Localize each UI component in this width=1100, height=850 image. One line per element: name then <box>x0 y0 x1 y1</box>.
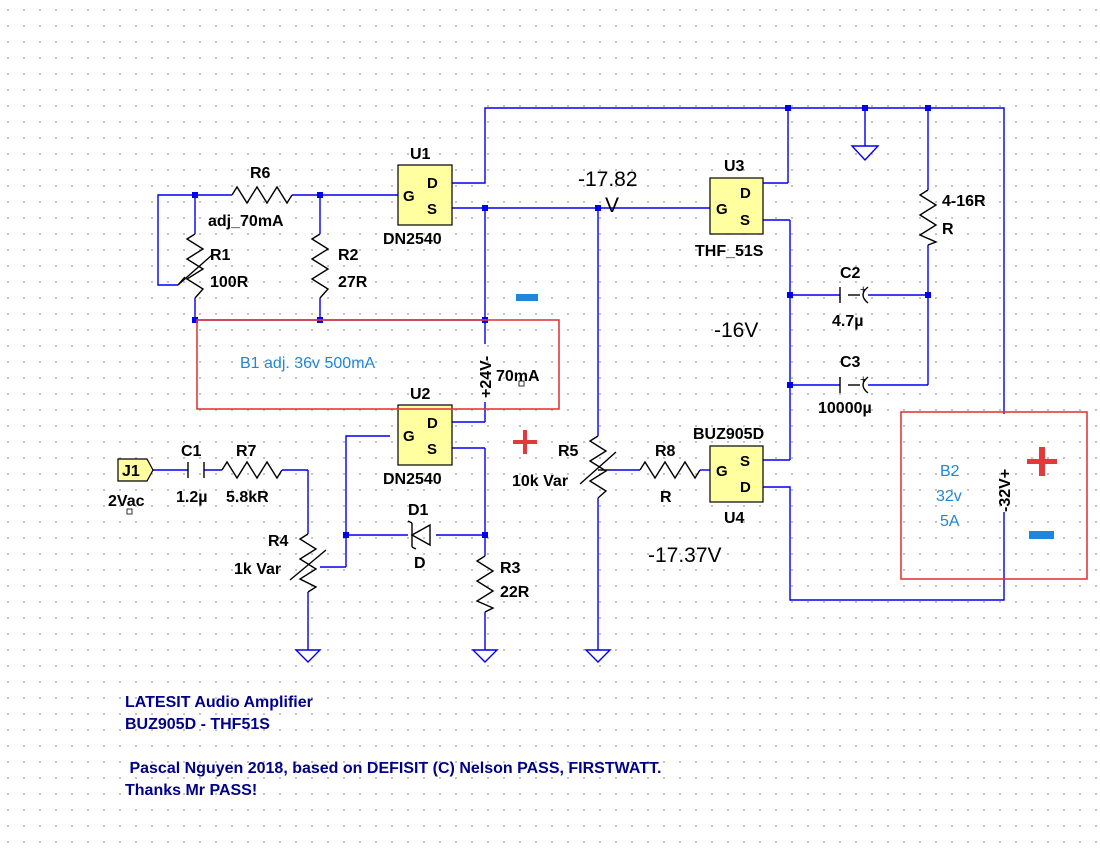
ground-icon <box>294 649 322 663</box>
u2-pin-d: D <box>427 415 438 432</box>
d1-ref: D1 <box>408 502 429 519</box>
resistor-r6[interactable]: R6 adj_70mA <box>208 165 293 230</box>
diode-d1[interactable]: D1 D <box>407 502 431 572</box>
u2-ref: U2 <box>410 386 431 403</box>
ground-symbols <box>294 145 880 663</box>
resistor-r8[interactable]: R8 R <box>639 443 701 506</box>
note-credit: Pascal Nguyen 2018, based on DEFISIT (C)… <box>125 760 661 777</box>
note-thanks: Thanks Mr PASS! <box>125 782 257 799</box>
b1-voltage: +24V- <box>478 356 495 398</box>
mosfet-u1[interactable]: G D S U1 DN2540 <box>383 146 453 248</box>
u1-ref: U1 <box>410 146 431 163</box>
capacitor-c2[interactable]: C2 + 4.7µ <box>832 265 869 330</box>
c3-value: 10000µ <box>818 400 872 417</box>
d1-value: D <box>414 555 426 572</box>
connector-j1[interactable]: J1 2Vac <box>108 458 154 515</box>
u2-pin-s: S <box>427 441 437 458</box>
c2-plus: + <box>860 284 866 296</box>
c1-value: 1.2µ <box>176 489 207 506</box>
r4-ref: R4 <box>268 533 289 550</box>
r2-ref: R2 <box>338 247 359 264</box>
r8-ref: R8 <box>655 443 676 460</box>
u4-pin-d: D <box>740 479 751 496</box>
u1-pin-d: D <box>427 175 438 192</box>
b2-line2: 32v <box>936 488 962 505</box>
voltage-source: -16V <box>714 319 758 342</box>
r5-value: 10k Var <box>512 473 568 490</box>
c3-ref: C3 <box>840 354 861 371</box>
resistor-r4[interactable]: R4 1k Var <box>234 533 327 593</box>
r3-ref: R3 <box>500 560 521 577</box>
resistor-r7[interactable]: R7 5.8kR <box>221 443 283 506</box>
u3-ref: U3 <box>724 158 745 175</box>
load-value-r: R <box>942 221 954 238</box>
resistor-r3[interactable]: R3 22R <box>475 555 530 613</box>
voltage-output: -17.82 <box>578 168 638 191</box>
ground-icon <box>850 145 880 162</box>
voltage-probes: -17.82 V -16V -17.37V <box>578 168 758 567</box>
j1-ref: J1 <box>122 463 140 480</box>
b2-voltage: -32V+ <box>997 469 1014 512</box>
r4-value: 1k Var <box>234 561 281 578</box>
c1-ref: C1 <box>181 443 202 460</box>
r3-value: 22R <box>500 584 530 601</box>
mosfet-u2[interactable]: G D S U2 DN2540 <box>383 386 453 488</box>
b1-label: B1 adj. 36v 500mA <box>240 355 376 372</box>
mosfet-u4[interactable]: G S D BUZ905D U4 <box>693 426 764 527</box>
load-value: 4-16R <box>942 193 986 210</box>
mosfet-u3[interactable]: G D S U3 THF_51S <box>695 158 764 260</box>
c3-plus: + <box>860 374 866 386</box>
u3-part: THF_51S <box>695 243 764 260</box>
voltage-output-unit: V <box>605 194 619 217</box>
capacitor-c3[interactable]: C3 + 10000µ <box>818 354 872 417</box>
u4-ref: U4 <box>724 510 745 527</box>
u3-pin-d: D <box>740 185 751 202</box>
ground-icon <box>471 649 499 663</box>
u3-pin-g: G <box>716 201 728 218</box>
voltage-gate: -17.37V <box>648 544 722 567</box>
r6-ref: R6 <box>250 165 271 182</box>
r7-ref: R7 <box>236 443 257 460</box>
note-title: LATESIT Audio Amplifier <box>125 694 313 711</box>
resistor-load[interactable]: 4-16R R <box>918 189 986 246</box>
u1-pin-g: G <box>403 188 415 205</box>
b2-line1: B2 <box>940 463 960 480</box>
u3-pin-s: S <box>740 212 750 229</box>
u1-part: DN2540 <box>383 231 442 248</box>
r1-value: 100R <box>210 274 249 291</box>
minus-icon <box>1029 531 1054 539</box>
capacitor-c1[interactable]: C1 1.2µ <box>176 443 207 506</box>
resistor-r5[interactable]: R5 10k Var <box>512 435 617 499</box>
plus-icon <box>1027 447 1057 476</box>
j1-value: 2Vac <box>108 493 145 510</box>
ground-icon <box>584 649 612 663</box>
plus-icon <box>513 430 537 454</box>
supply-b1[interactable]: B1 adj. 36v 500mA +24V- 70mA <box>196 294 560 454</box>
note-subtitle: BUZ905D - THF51S <box>125 716 270 733</box>
r8-value: R <box>660 489 672 506</box>
u1-pin-s: S <box>427 201 437 218</box>
supply-b2[interactable]: B2 32v 5A -32V+ <box>900 411 1088 580</box>
resistor-r1[interactable]: R1 100R <box>177 233 249 299</box>
u2-pin-g: G <box>403 428 415 445</box>
r1-ref: R1 <box>210 247 231 264</box>
wires <box>153 107 1005 650</box>
c2-ref: C2 <box>840 265 861 282</box>
r7-value: 5.8kR <box>226 489 269 506</box>
minus-icon <box>516 294 538 301</box>
b2-line3: 5A <box>940 513 960 530</box>
u4-pin-s: S <box>740 453 750 470</box>
r2-value: 27R <box>338 274 368 291</box>
r5-ref: R5 <box>558 443 579 460</box>
c2-value: 4.7µ <box>832 313 863 330</box>
u4-part: BUZ905D <box>693 426 764 443</box>
u4-pin-g: G <box>716 463 728 480</box>
schematic-notes: LATESIT Audio Amplifier BUZ905D - THF51S… <box>125 694 661 799</box>
resistor-r2[interactable]: R2 27R <box>310 233 368 299</box>
b1-current: 70mA <box>496 368 540 385</box>
r6-value: adj_70mA <box>208 213 284 230</box>
u2-part: DN2540 <box>383 471 442 488</box>
